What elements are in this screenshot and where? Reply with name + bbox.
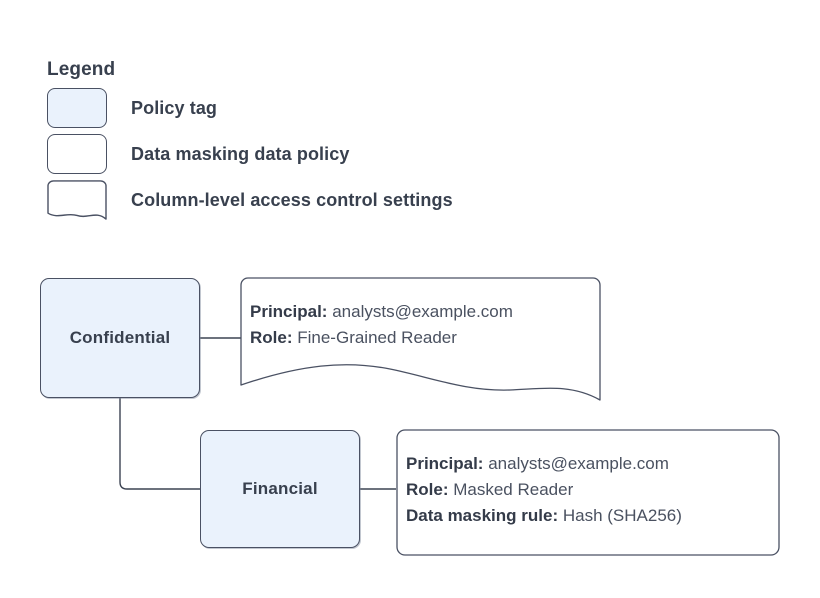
card-confidential-access-control[interactable]: Principal: analysts@example.com Role: Fi… (240, 277, 601, 401)
node-confidential[interactable]: Confidential (40, 278, 200, 398)
legend-item-label: Column-level access control settings (131, 189, 453, 210)
card-financial-masking-policy[interactable]: Principal: analysts@example.com Role: Ma… (396, 429, 780, 556)
legend-item-data-masking-policy: Data masking data policy (47, 134, 747, 180)
card-line-value: Hash (SHA256) (562, 506, 682, 525)
card-body: Principal: analysts@example.com Role: Fi… (250, 299, 591, 351)
card-line-value: Masked Reader (453, 480, 574, 499)
card-line-key: Role: (250, 328, 293, 347)
node-financial[interactable]: Financial (200, 430, 360, 548)
legend-title: Legend (47, 59, 116, 80)
legend-item-access-control: Column-level access control settings (47, 180, 747, 226)
card-line: Role: Masked Reader (406, 477, 770, 503)
card-line: Principal: analysts@example.com (250, 299, 591, 325)
edge-confidential-to-financial (119, 398, 200, 490)
card-line: Role: Fine-Grained Reader (250, 325, 591, 351)
card-line: Data masking rule: Hash (SHA256) (406, 503, 770, 529)
legend-item-policy-tag: Policy tag (47, 88, 747, 134)
card-line-value: analysts@example.com (488, 454, 669, 473)
card-line-key: Principal: (250, 302, 328, 321)
card-line-key: Data masking rule: (406, 506, 559, 525)
node-label: Confidential (69, 328, 171, 347)
legend-item-label: Data masking data policy (131, 143, 350, 164)
card-line-value: Fine-Grained Reader (297, 328, 457, 347)
document-shape (240, 277, 601, 401)
node-label: Financial (242, 479, 318, 498)
card-line-key: Role: (406, 480, 449, 499)
rounded-rect-shape (396, 429, 780, 556)
card-line-key: Principal: (406, 454, 484, 473)
legend: Legend Policy tag Data masking data poli… (47, 58, 747, 226)
card-line-value: analysts@example.com (332, 302, 513, 321)
card-body: Principal: analysts@example.com Role: Ma… (406, 451, 770, 529)
card-line: Principal: analysts@example.com (406, 451, 770, 477)
access-control-swatch-icon (47, 180, 107, 220)
legend-item-label: Policy tag (131, 97, 218, 118)
data-policy-swatch-icon (47, 134, 107, 174)
policy-tag-swatch-icon (47, 88, 107, 128)
